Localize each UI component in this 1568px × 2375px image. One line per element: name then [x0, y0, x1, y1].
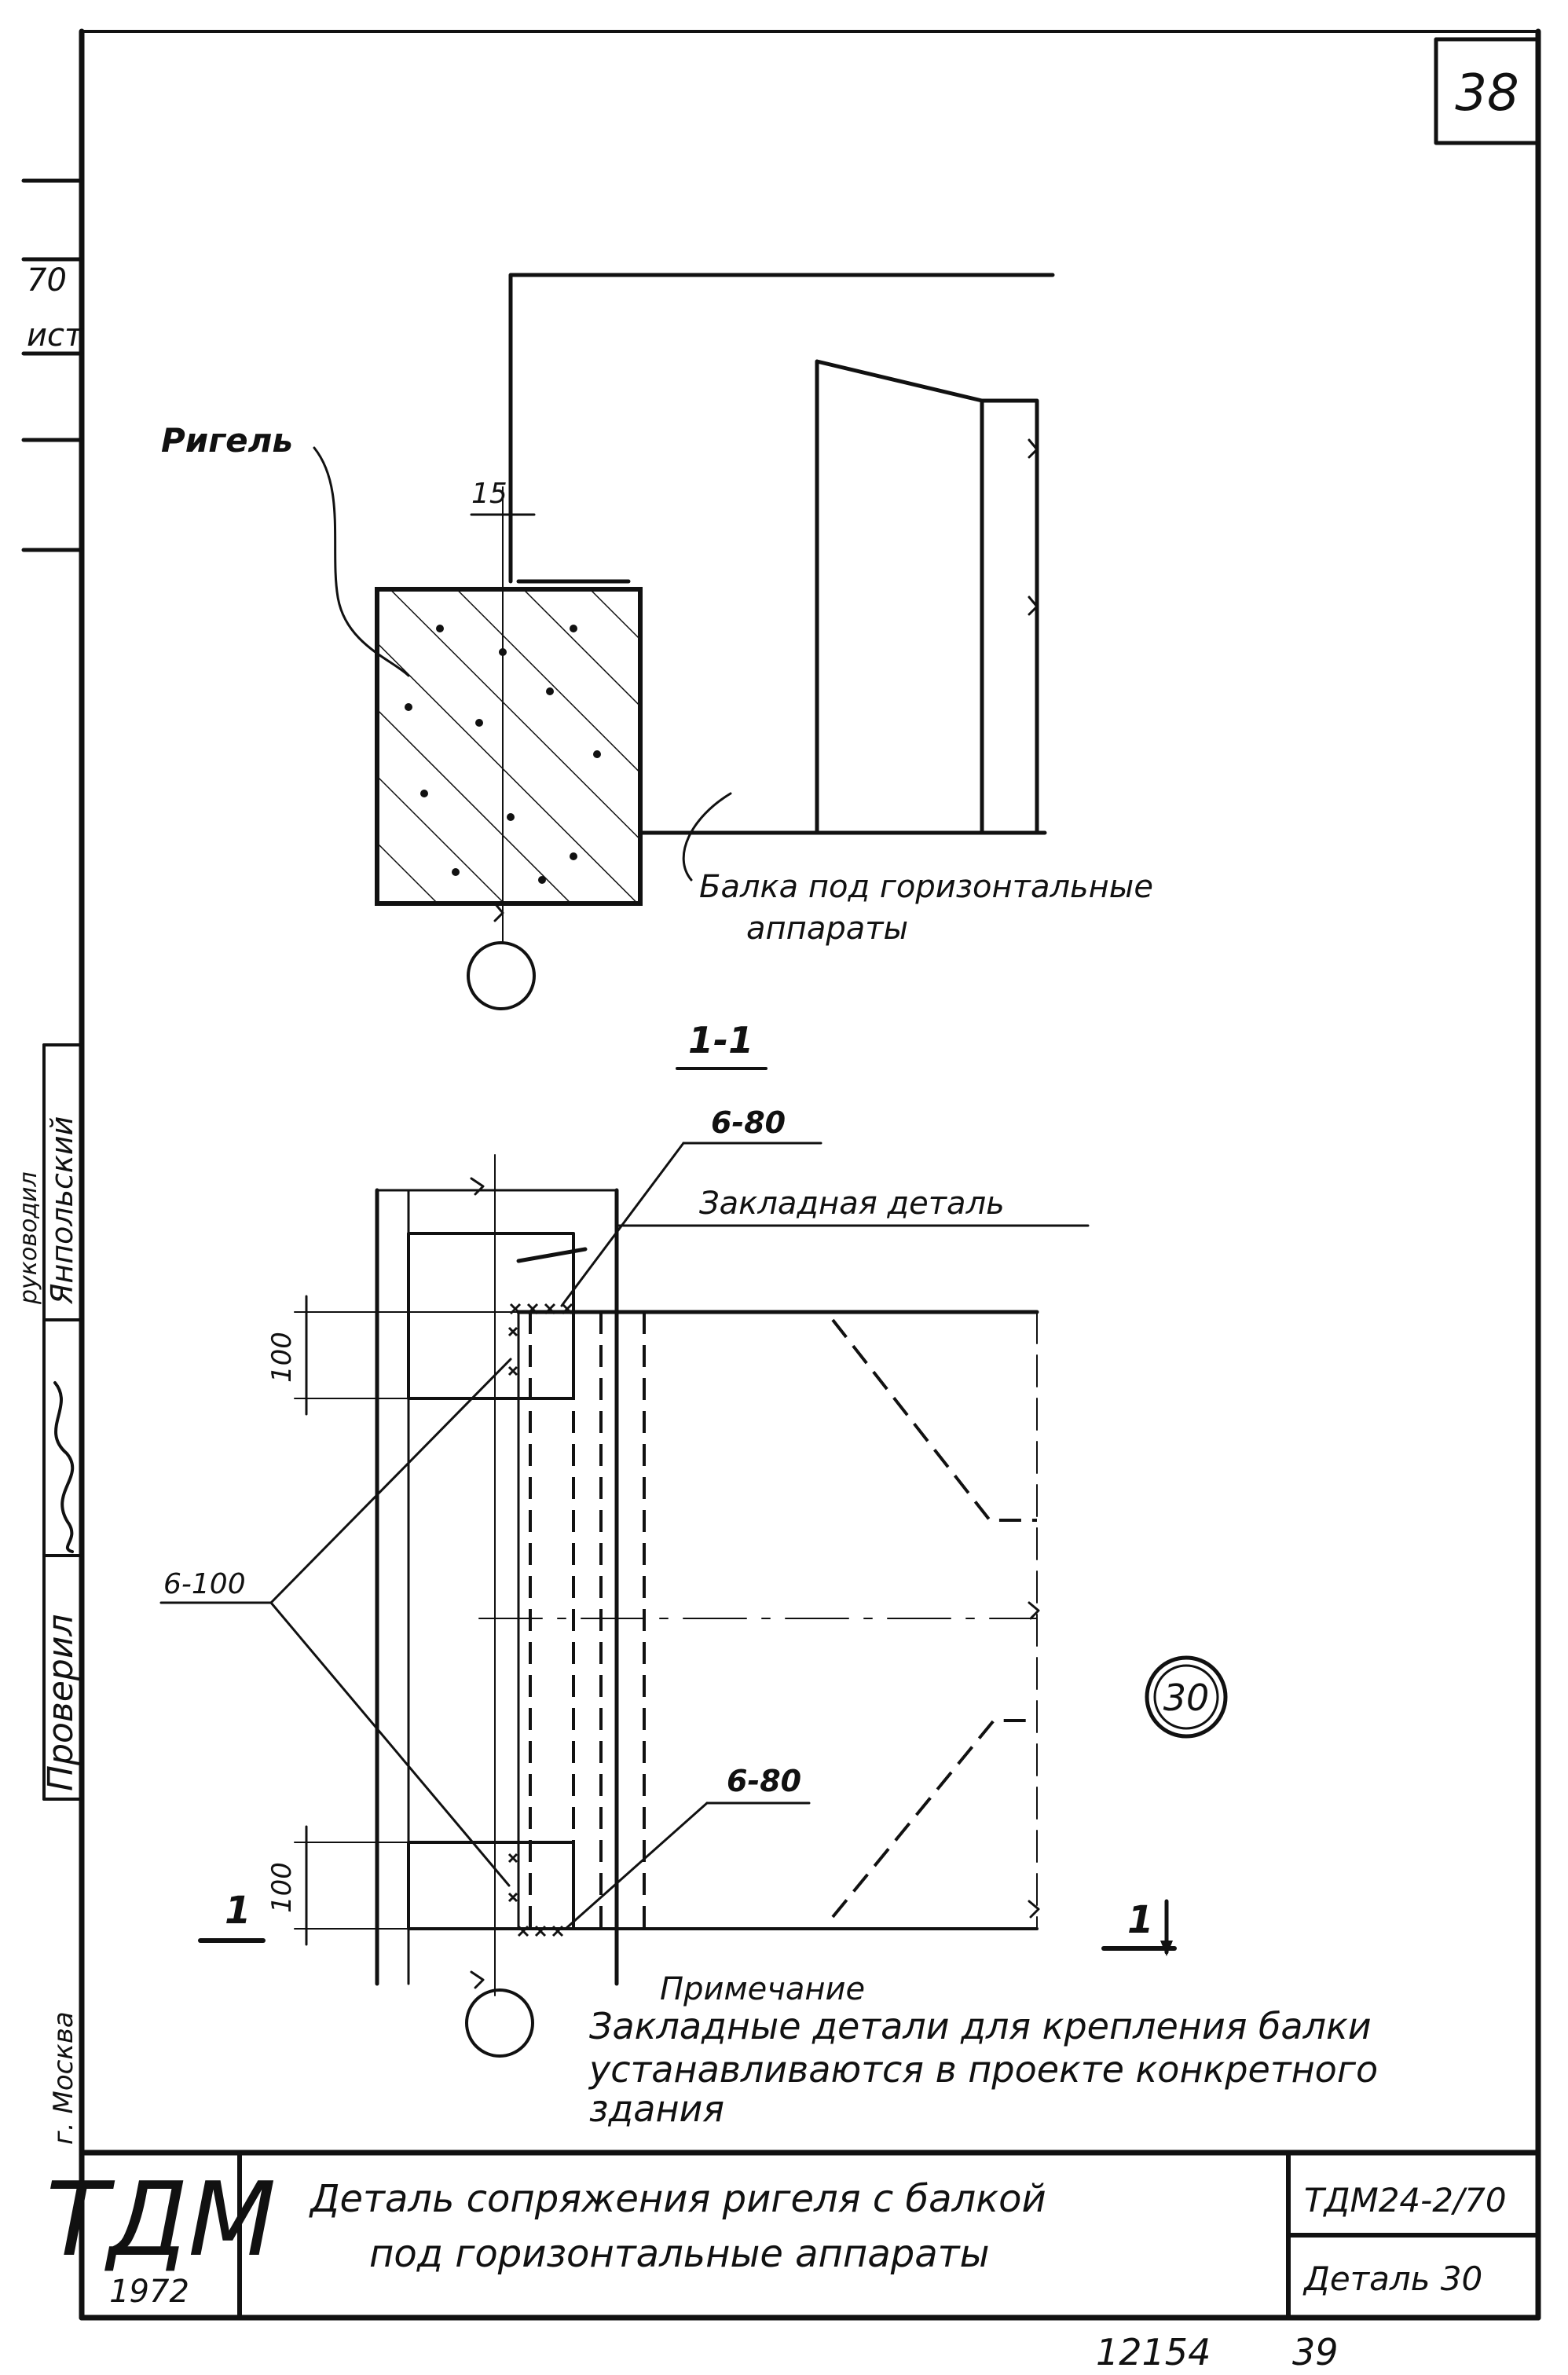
signature-scribble	[53, 1381, 75, 1553]
detail-number: 30	[1163, 1677, 1210, 1719]
drawing-title-line-1: Деталь сопряжения ригеля с балкой	[309, 2177, 1046, 2221]
note-line-2: устанавливаются в проекте конкретного	[588, 2048, 1378, 2091]
logo-mark: ТДМ	[46, 2160, 276, 2279]
dim-bottom-100: 100	[266, 1862, 298, 1913]
embedded-part-bottom	[407, 1841, 575, 1930]
footer-marks: 12154 39	[1096, 2331, 1339, 2373]
footer-number: 12154	[1096, 2331, 1211, 2373]
section-title: 1-1	[688, 1019, 753, 1061]
rigel-section	[375, 587, 643, 906]
beam-note-line1: Балка под горизонтальные	[699, 869, 1153, 905]
beam-note-line2: аппараты	[746, 911, 908, 947]
sheet-number-box: 38	[1434, 37, 1541, 145]
note-line-1: Закладные детали для крепления балки	[589, 2005, 1372, 2047]
detail-number-circle	[1145, 1655, 1228, 1739]
side-checked-label: Проверил	[41, 1614, 81, 1791]
weld-bottom-label: 6-80	[727, 1764, 801, 1798]
rigel-label: Ригель	[161, 421, 293, 460]
top-detail: 15 Ригель Балка под горизонтальные аппар…	[161, 273, 1153, 1010]
side-role-fragment: руководил	[15, 1171, 42, 1305]
note-heading: Примечание	[660, 1971, 865, 2007]
detail-label: Деталь 30	[1302, 2260, 1482, 2298]
section-1-1: 1-1	[159, 1019, 1228, 2058]
side-stamp-strip: 70 ист руководил Янпольский Проверил г. …	[15, 178, 84, 2145]
sheet-number: 38	[1455, 64, 1519, 123]
sheet-frame	[79, 28, 1541, 2321]
side-list-fragment: ист	[27, 317, 84, 354]
footer-page: 39	[1292, 2331, 1339, 2373]
weld-side-label: 6-100	[163, 1568, 246, 1600]
note-line-3: здания	[589, 2087, 724, 2130]
axis-bubble-bottom	[465, 1988, 534, 2058]
drawing-title-line-2: под горизонтальные аппараты	[369, 2232, 989, 2276]
concrete-dots	[405, 625, 601, 884]
side-city: г. Москва	[48, 2011, 79, 2145]
beam-outline	[508, 273, 1055, 906]
dimension-15: 15	[471, 478, 507, 510]
side-name-1: Янпольский	[45, 1116, 79, 1305]
embedded-part-label: Закладная деталь	[699, 1186, 1005, 1222]
cut-mark-right: 1	[1127, 1898, 1153, 1942]
title-block: ТДМ 1972 Деталь сопряжения ригеля с балк…	[46, 2150, 1541, 2320]
general-note: Примечание Закладные детали для креплени…	[588, 1971, 1378, 2130]
dim-top-100: 100	[266, 1332, 298, 1383]
cut-mark-left: 1	[225, 1889, 251, 1933]
weld-top-label: 6-80	[711, 1105, 786, 1140]
embedded-part-top	[407, 1232, 575, 1400]
drawing-code: ТДМ24-2/70	[1304, 2181, 1507, 2219]
side-series-fragment: 70	[27, 262, 67, 299]
axis-bubble-top	[467, 941, 536, 1010]
logo-year: 1972	[109, 2274, 189, 2310]
